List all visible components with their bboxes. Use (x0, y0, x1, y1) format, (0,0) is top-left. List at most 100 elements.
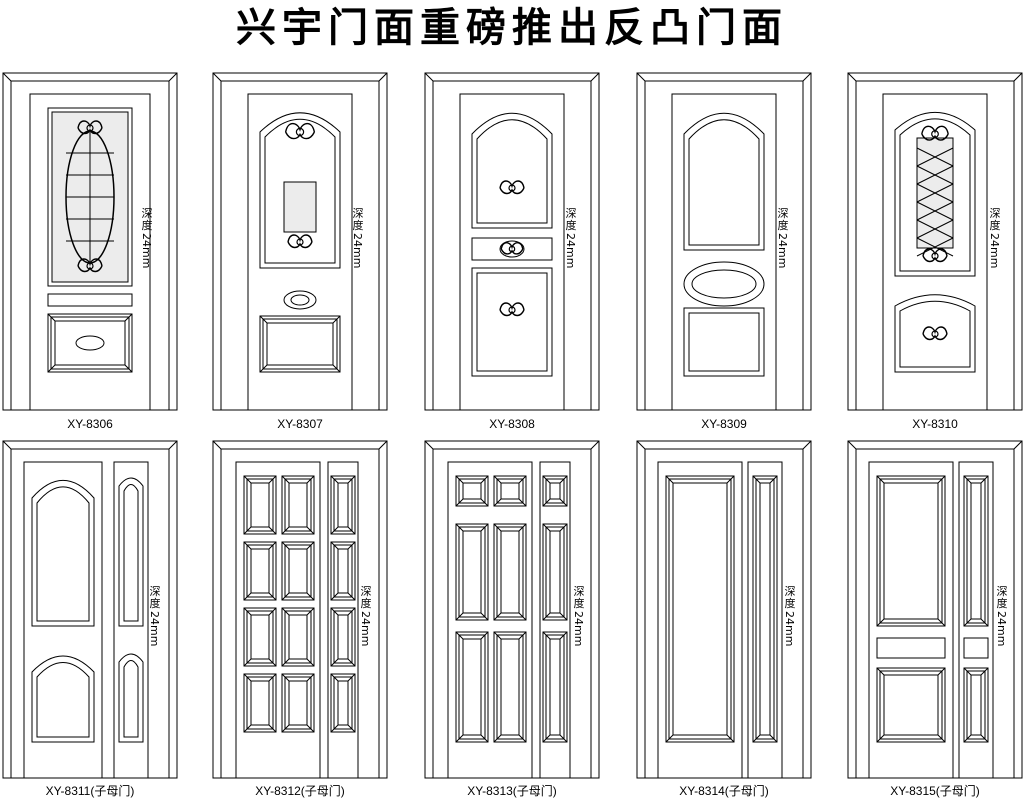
raised-panel (281, 607, 315, 667)
raised-panel (493, 631, 527, 743)
door-frame-miter (590, 440, 600, 450)
panel-corner (493, 631, 502, 640)
panel-corner (480, 734, 489, 743)
raised-panel (752, 475, 778, 743)
panel-corner (281, 607, 290, 616)
depth-value: 24mm (995, 611, 1008, 647)
panel-corner (542, 475, 551, 484)
carving-ornament (499, 302, 525, 311)
raised-panel (330, 475, 356, 535)
panel-corner (542, 631, 551, 640)
panel-corner (330, 475, 339, 484)
panel-field (462, 482, 482, 500)
panel-bevel (246, 478, 274, 532)
door-leaf (235, 461, 321, 779)
panel-field (970, 482, 982, 620)
raised-panel (542, 631, 568, 743)
panel-field (337, 680, 349, 726)
carving-ornament (931, 330, 939, 338)
panel-corner (347, 607, 356, 616)
depth-char: 度 (149, 597, 161, 610)
panel-field (970, 674, 982, 736)
glass-panel (47, 107, 133, 287)
panel-bevel (246, 676, 274, 730)
panel-field (500, 530, 520, 614)
glass-pane (283, 181, 317, 233)
depth-annotation: 深 度 24mm (148, 586, 162, 647)
lattice-line (916, 147, 954, 167)
panel-corner (937, 667, 946, 676)
panel-bevel (899, 118, 971, 272)
panel-bevel (966, 478, 986, 624)
panel-bevel (545, 634, 565, 740)
panel-bevel (458, 478, 486, 504)
panel-corner (665, 475, 674, 484)
panel-corner (480, 523, 489, 532)
panel-corner (559, 734, 568, 743)
panel-corner (963, 618, 972, 627)
panel-corner (559, 475, 568, 484)
panel-corner (243, 658, 252, 667)
panel-bevel (879, 670, 943, 740)
panel-corner (281, 673, 290, 682)
panel-field (266, 322, 334, 366)
door-frame-inner (10, 448, 170, 779)
door-frame-miter (2, 440, 12, 450)
panel-bevel (246, 610, 274, 664)
panel-corner (455, 631, 464, 640)
panel-corner (559, 631, 568, 640)
panel-bevel (36, 662, 90, 738)
lattice-line (916, 183, 954, 203)
door-frame-miter (636, 72, 646, 82)
carving-ornament (77, 265, 103, 273)
door-frame-miter (847, 440, 857, 450)
carving-ornament (287, 241, 313, 249)
door-diagram (424, 72, 600, 411)
raised-panel (243, 673, 277, 733)
carving-ornament (86, 124, 94, 132)
panel-corner (518, 523, 527, 532)
door-frame-miter (1013, 72, 1023, 82)
door-leaf (247, 93, 353, 411)
carving-ornament (295, 127, 305, 137)
depth-char: 度 (573, 597, 585, 610)
door-leaf (868, 461, 954, 779)
carving-ornament (500, 242, 524, 250)
raised-panel (243, 541, 277, 601)
arched-panel (894, 111, 976, 277)
panel-corner (268, 526, 277, 535)
carving-ornament (508, 245, 516, 253)
raised-panel (243, 607, 277, 667)
depth-char: 深 (565, 207, 577, 220)
panel-corner (268, 658, 277, 667)
door-diagram (212, 440, 388, 779)
panel-corner (306, 673, 315, 682)
depth-char: 深 (573, 585, 585, 598)
door-model-label: XY-8315(子母门) (890, 784, 980, 798)
door-frame-miter (636, 440, 646, 450)
panel-bevel (688, 312, 760, 372)
depth-value: 24mm (564, 233, 577, 269)
panel-corner (493, 734, 502, 743)
carving-ornament (922, 333, 948, 341)
depth-char: 深 (777, 207, 789, 220)
panel-corner (518, 631, 527, 640)
panel-bevel (496, 478, 524, 504)
door-model-label: XY-8309 (701, 417, 747, 431)
door-rail (963, 637, 989, 659)
door-frame-miter (802, 440, 812, 450)
depth-char: 度 (777, 219, 789, 232)
door-rail (876, 637, 946, 659)
panel-bevel (966, 670, 986, 740)
panel-corner (876, 667, 885, 676)
panel-corner (876, 734, 885, 743)
panel-corner (480, 631, 489, 640)
panel-corner (347, 592, 356, 601)
panel-bevel (496, 526, 524, 618)
panel-corner (937, 475, 946, 484)
door-diagram (847, 440, 1023, 779)
panel-field (759, 482, 771, 736)
carving-ornament (921, 133, 949, 141)
panel-bevel (284, 676, 312, 730)
oval-ornament (499, 240, 525, 258)
